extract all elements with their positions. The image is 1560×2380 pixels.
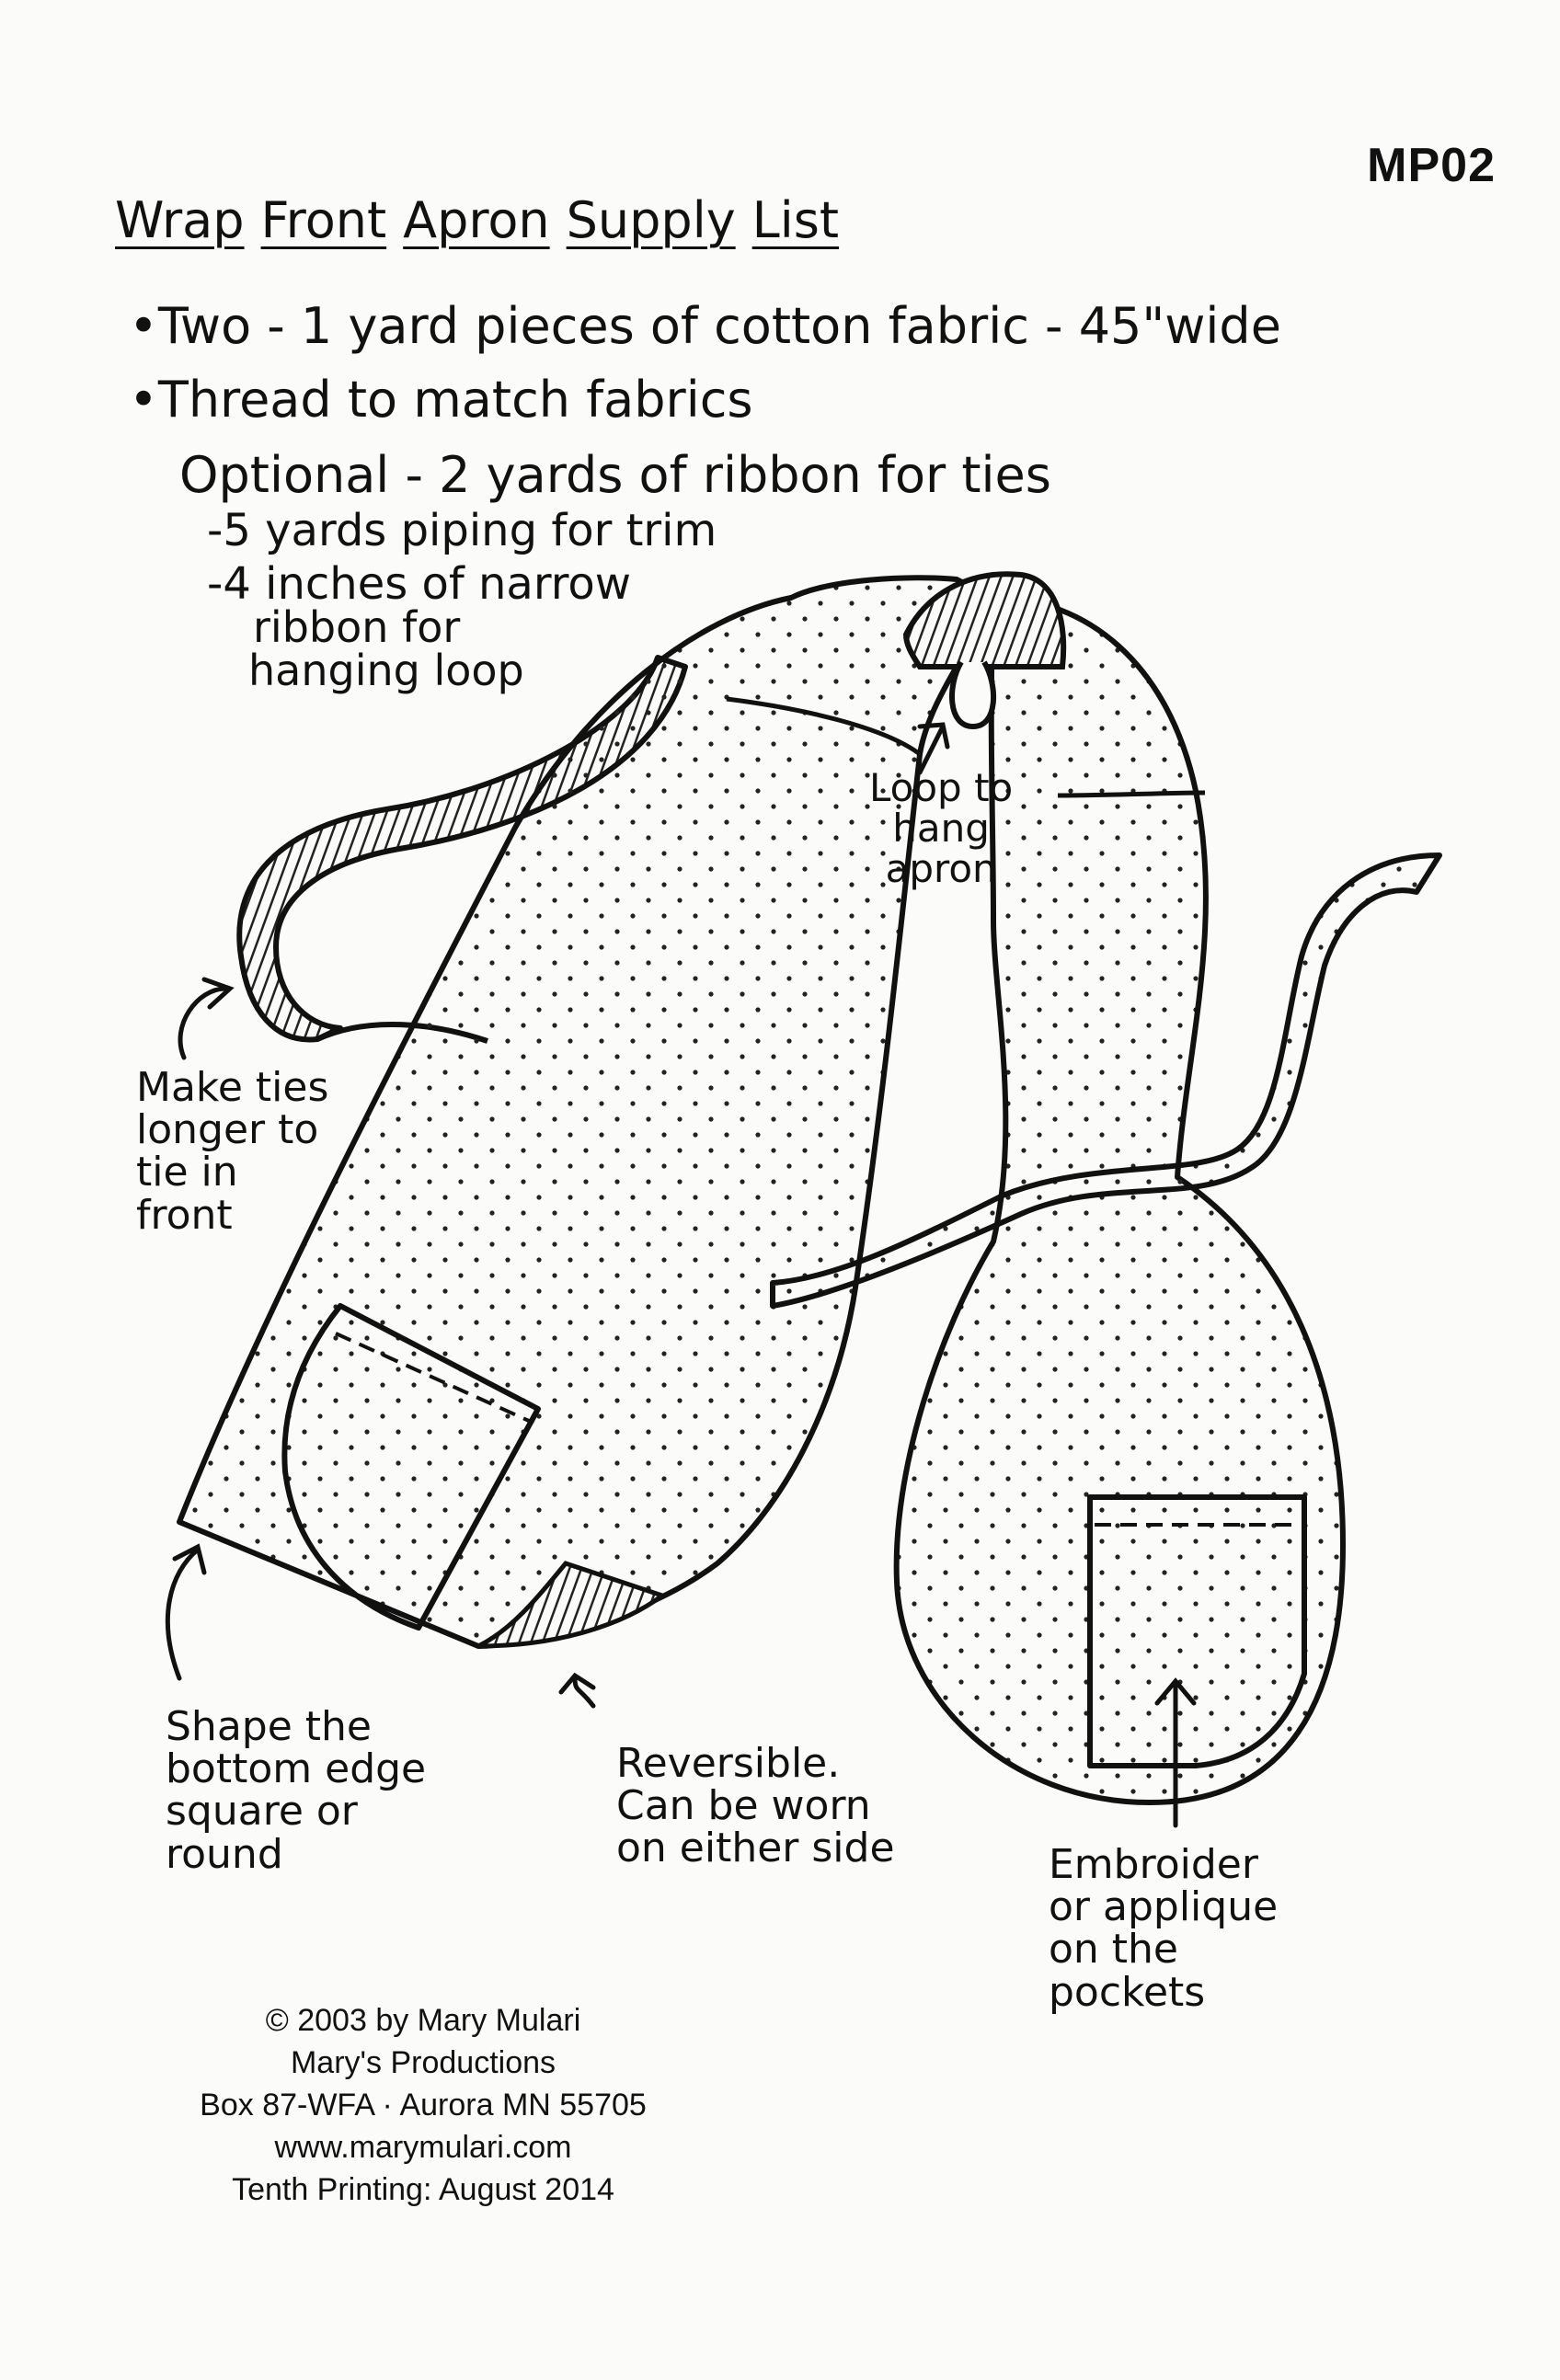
neck-band xyxy=(902,571,1067,669)
pattern-code: MP02 xyxy=(1367,139,1496,192)
embroider-note: Embroider or applique on the pockets xyxy=(1049,1841,1279,2016)
title-word: Wrap xyxy=(115,191,245,249)
supply-item: •Two - 1 yard pieces of cotton fabric - … xyxy=(129,297,1281,355)
loop-note: Loop to hang apron xyxy=(869,765,1014,892)
right-tie xyxy=(770,852,1442,1309)
title-word: List xyxy=(751,191,840,249)
printing-line: Tenth Printing: August 2014 xyxy=(232,2171,614,2207)
address-line: Box 87-WFA · Aurora MN 55705 xyxy=(200,2087,647,2123)
reversible-corner xyxy=(476,1561,668,1649)
optional-item-continued: ribbon for xyxy=(253,602,461,652)
page-title: Wrap Front Apron Supply List xyxy=(115,193,855,247)
reversible-note: Reversible. Can be worn on either side xyxy=(616,1740,895,1872)
supply-item: •Thread to match fabrics xyxy=(129,371,753,429)
optional-item: -4 inches of narrow xyxy=(207,558,632,610)
left-apron-panel xyxy=(177,575,996,1649)
annotation-arrows xyxy=(165,722,1197,1828)
right-pocket xyxy=(1087,1494,1307,1768)
website-line: www.marymulari.com xyxy=(274,2129,572,2165)
title-word: Apron xyxy=(403,191,550,249)
hanging-loop xyxy=(949,660,997,730)
left-pocket xyxy=(281,1303,541,1631)
shape-note: Shape the bottom edge square or round xyxy=(166,1703,427,1878)
colophon: © 2003 by Mary Mulari Mary's Productions… xyxy=(129,2000,717,2211)
title-word: Supply xyxy=(566,191,736,249)
title-word: Front xyxy=(260,191,387,249)
ties-note: Make ties longer to tie in front xyxy=(136,1064,329,1239)
right-apron-panel xyxy=(893,595,1346,1805)
optional-item: -5 yards piping for trim xyxy=(207,505,717,556)
optional-item-continued: hanging loop xyxy=(248,646,524,695)
optional-lead: Optional - 2 yards of ribbon for ties xyxy=(179,446,1051,504)
publisher-line: Mary's Productions xyxy=(290,2044,556,2080)
copyright-line: © 2003 by Mary Mulari xyxy=(265,2003,581,2038)
